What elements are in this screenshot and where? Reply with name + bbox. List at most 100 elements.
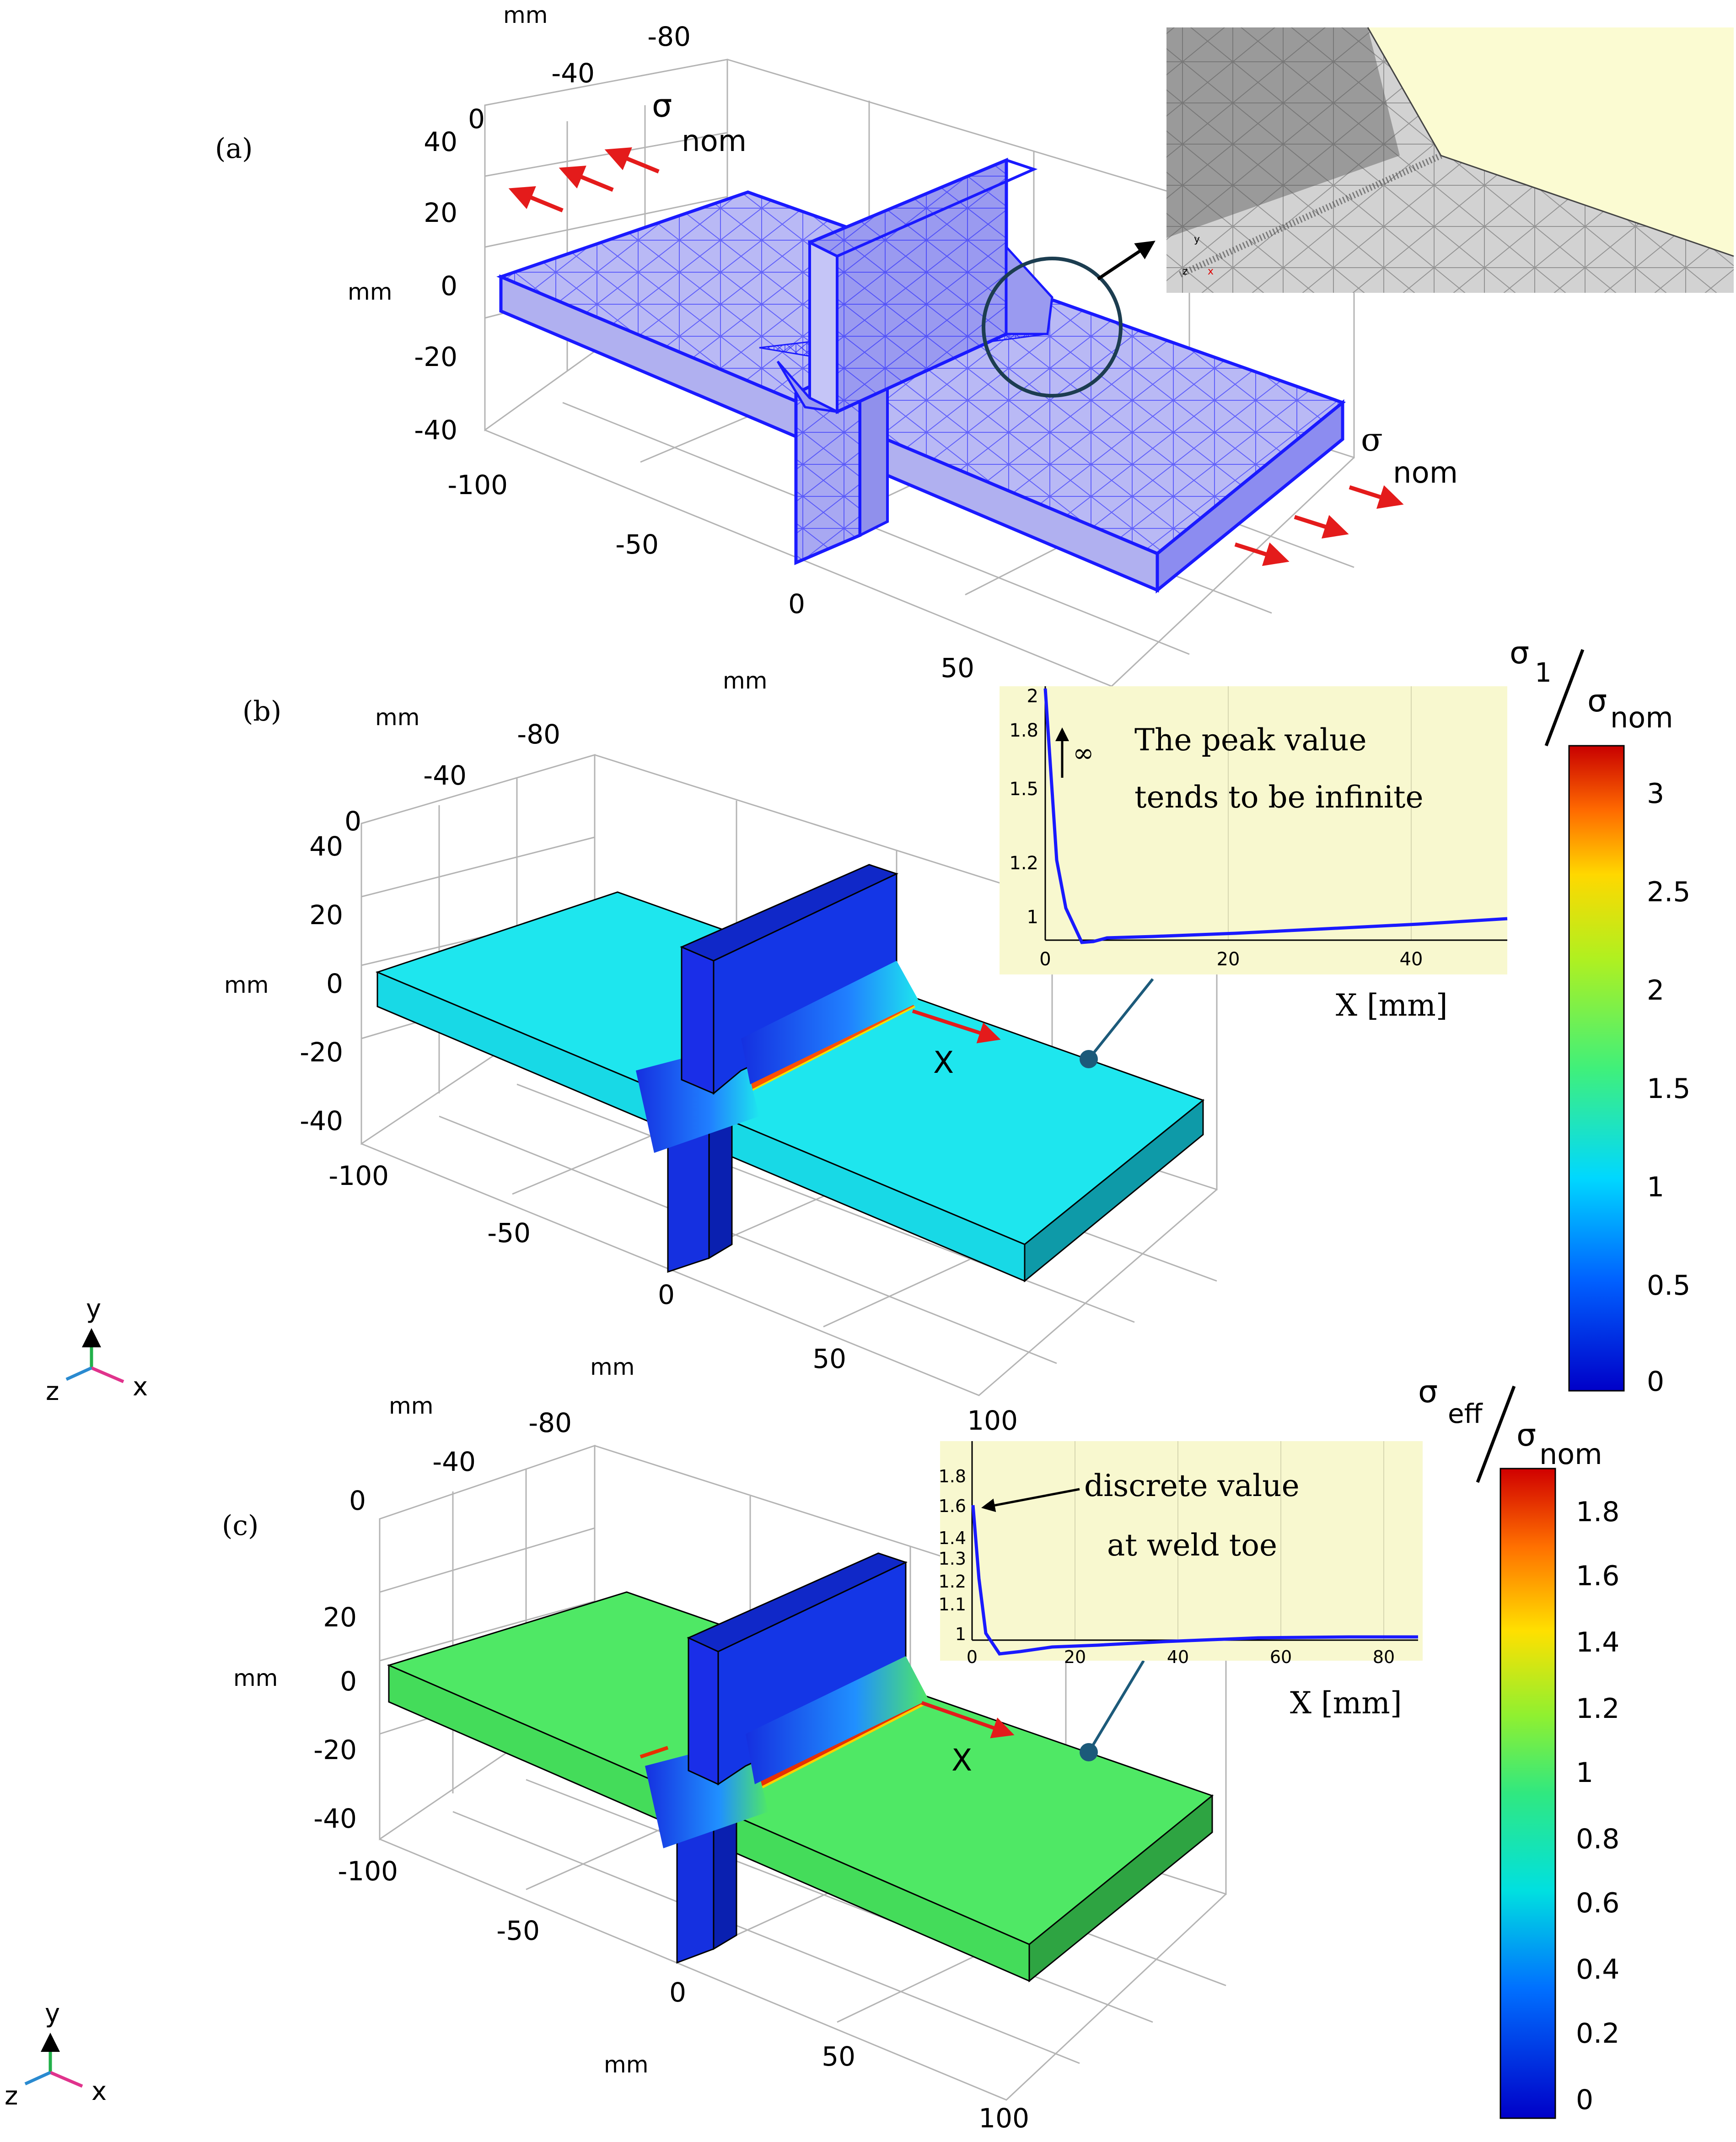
panel-c-label: (c): [222, 1510, 258, 1542]
panel-c-colorbar-title-num: σ: [1418, 1374, 1438, 1410]
panel-c-colorbar-tick: 0: [1576, 2084, 1593, 2116]
svg-text:x: x: [1208, 266, 1214, 277]
panel-b-inset-ytick: 2: [1027, 686, 1038, 707]
panel-a-y-unit: mm: [348, 279, 392, 305]
panel-c-colorbar-tick: 1.4: [1576, 1626, 1619, 1658]
panel-c-z-unit: mm: [389, 1393, 433, 1419]
panel-c-inset-ytick: 1.6: [939, 1496, 966, 1516]
panel-c-x-tick: -100: [338, 1856, 398, 1887]
panel-a: y z x 40 20 0 -20 -40 0 -40 -80 -100 -50…: [215, 2, 1734, 694]
panel-c-inset-ytick: 1.3: [939, 1549, 966, 1569]
panel-c-inset-xtick: 40: [1167, 1647, 1189, 1667]
panel-c-y-tick: 0: [340, 1666, 357, 1697]
panel-c-z-tick: 0: [349, 1485, 366, 1516]
panel-b-colorbar-title-den-sub: nom: [1610, 701, 1673, 734]
panel-a-y-tick: 40: [424, 126, 457, 157]
panel-a-z-tick: 0: [468, 103, 485, 135]
panel-b-z-unit: mm: [375, 704, 419, 731]
panel-c-probe-point: [1080, 1743, 1098, 1761]
panel-a-z-tick: -40: [551, 58, 595, 89]
panel-b-triad-z: z: [46, 1377, 59, 1406]
panel-c-colorbar-title-num-sub: eff: [1448, 1398, 1483, 1429]
panel-b-inset-note: tends to be infinite: [1134, 780, 1424, 815]
panel-a-x-unit: mm: [723, 667, 767, 694]
panel-c-colorbar-tick: 0.4: [1576, 1954, 1619, 1986]
panel-c-inset-note: at weld toe: [1107, 1528, 1277, 1563]
panel-c-x-label: X: [951, 1743, 972, 1778]
panel-b-colorbar-tick: 2: [1647, 974, 1664, 1006]
panel-b-x-tick: 50: [812, 1343, 846, 1374]
panel-b-inset-xtick: 0: [1039, 949, 1051, 970]
panel-b-inset-ytick: 1.8: [1009, 720, 1038, 741]
panel-c-colorbar-title-den-sub: nom: [1539, 1437, 1602, 1471]
panel-c-inset-ytick: 1.1: [939, 1594, 966, 1615]
panel-c-colorbar-tick: 1.2: [1576, 1693, 1619, 1725]
panel-b-stress-model: [375, 864, 1205, 1283]
panel-a-nom-right: nom: [1393, 456, 1458, 490]
panel-b-colorbar-tick: 0: [1647, 1366, 1664, 1398]
panel-a-y-tick: 20: [424, 197, 457, 228]
panel-b-z-tick: -80: [517, 719, 560, 750]
panel-a-label: (a): [215, 133, 253, 165]
panel-a-zoom-arrow: [1097, 241, 1156, 280]
panel-a-x-tick: 0: [788, 588, 805, 619]
panel-a-y-tick: -20: [414, 341, 457, 372]
panel-b-colorbar-title-num: σ: [1510, 635, 1529, 671]
panel-b-x-arrow: [912, 1009, 1001, 1044]
panel-c-y-tick: -40: [313, 1803, 357, 1834]
panel-c-z-tick: -80: [528, 1407, 572, 1438]
svg-text:z: z: [1182, 266, 1188, 277]
panel-c-inset-ytick: 1.8: [939, 1466, 966, 1486]
panel-c-inset-xtick: 80: [1373, 1647, 1395, 1667]
panel-c-triad-x: x: [91, 2077, 107, 2106]
panel-a-x-tick: -50: [615, 529, 659, 560]
panel-b-triad-y: y: [86, 1294, 101, 1324]
panel-b: X 2 1.8 1.5 1.2 1 0 20 40 ∞ T: [46, 635, 1690, 1436]
svg-text:y: y: [1194, 234, 1200, 245]
panel-a-zoom-circle: [982, 257, 1123, 398]
panel-a-sigma-right: σ: [1361, 421, 1383, 458]
panel-b-x-unit: mm: [590, 1354, 634, 1380]
panel-b-inset-leader: [1087, 978, 1154, 1060]
panel-b-colorbar-tick: 1.5: [1647, 1073, 1690, 1105]
panel-a-y-tick: 0: [441, 270, 457, 301]
panel-c-x-arrow: [921, 1701, 1015, 1738]
panel-b-colorbar-tick: 2.5: [1647, 876, 1690, 908]
panel-b-inset-ytick: 1.5: [1009, 779, 1038, 800]
panel-b-x-tick: -100: [328, 1160, 389, 1191]
panel-c-inset-ytick: 1.4: [939, 1528, 966, 1548]
panel-b-y-tick: 40: [309, 831, 343, 862]
panel-c-inset-graph: 1.8 1.6 1.4 1.3 1.2 1.1 1 0 20 40 60 80 …: [939, 1441, 1423, 1721]
panel-c-inset-note: discrete value: [1084, 1468, 1300, 1503]
panel-b-inset-infinity: ∞: [1073, 738, 1094, 768]
panel-c-x-tick: 0: [669, 1977, 686, 2008]
panel-a-y-tick: -40: [414, 414, 457, 446]
panel-b-x-tick: 0: [658, 1279, 675, 1310]
panel-b-colorbar-tick: 0.5: [1647, 1270, 1690, 1302]
panel-b-axis-triad: y x z: [46, 1294, 148, 1406]
panel-a-x-tick: 50: [941, 652, 974, 684]
panel-c-colorbar: 1.8 1.6 1.4 1.2 1 0.8 0.6 0.4 0.2 0 σ ef…: [1418, 1374, 1619, 2119]
panel-c-x-tick: -50: [496, 1915, 540, 1946]
panel-b-inset-note: The peak value: [1134, 722, 1367, 758]
panel-c-x-tick: 50: [822, 2041, 855, 2072]
panel-b-y-tick: -20: [300, 1037, 343, 1068]
panel-b-colorbar-title-num-sub: 1: [1535, 657, 1552, 688]
panel-b-y-tick: 0: [326, 968, 343, 999]
panel-b-x-label: X: [933, 1045, 954, 1080]
panel-a-zoom-inset: y z x: [1166, 27, 1734, 293]
panel-b-inset-ytick: 1: [1027, 907, 1038, 928]
panel-c-triad-y: y: [45, 1999, 60, 2029]
panel-c-inset-leader: [1087, 1660, 1145, 1753]
panel-a-z-tick: -80: [647, 21, 691, 52]
panel-b-x-tick: -50: [487, 1217, 531, 1249]
panel-c-y-unit: mm: [233, 1665, 278, 1691]
panel-b-z-tick: -40: [423, 760, 467, 791]
panel-b-y-unit: mm: [224, 972, 269, 998]
panel-c-inset-ytick: 1: [955, 1624, 966, 1644]
panel-c-axis-triad: y x z: [5, 1999, 107, 2111]
panel-b-colorbar-tick: 1: [1647, 1171, 1664, 1203]
panel-c-colorbar-tick: 1.8: [1576, 1496, 1619, 1528]
panel-b-colorbar: 3 2.5 2 1.5 1 0.5 0 σ 1 σ nom: [1510, 635, 1690, 1398]
